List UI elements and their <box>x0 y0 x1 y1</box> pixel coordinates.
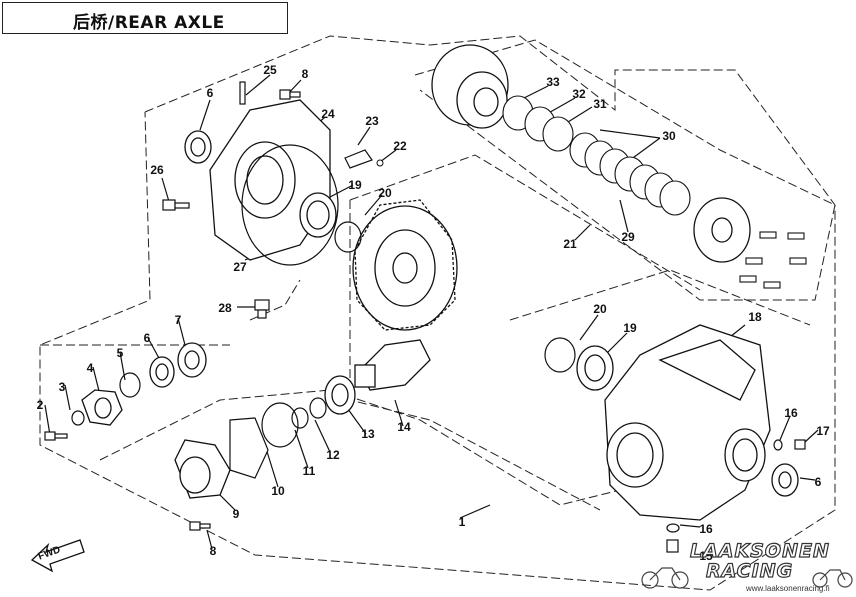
callout-29: 29 <box>621 230 635 244</box>
diff-group-boundary <box>414 39 836 301</box>
callout-3: 3 <box>58 380 66 394</box>
pinion-gear <box>354 339 431 391</box>
callout-2: 2 <box>36 398 44 412</box>
callout-30: 30 <box>662 129 676 143</box>
assembly-boundary <box>39 35 836 591</box>
callout-7: 7 <box>174 313 182 327</box>
callout-24: 24 <box>321 107 335 121</box>
callout-21: 21 <box>563 237 577 251</box>
callout-6-housing-seal: 6 <box>814 475 822 489</box>
callout-8-bottom: 8 <box>209 544 217 558</box>
callout-22: 22 <box>393 139 407 153</box>
callout-32: 32 <box>572 87 586 101</box>
watermark: LAAKSONEN RACING www.laaksonenracing.fi <box>666 536 854 596</box>
page-title: 后桥/REAR AXLE <box>73 13 225 33</box>
callout-11: 11 <box>302 464 316 478</box>
callout-19-upper: 19 <box>348 178 362 192</box>
callout-23: 23 <box>365 114 379 128</box>
callout-4: 4 <box>86 361 94 375</box>
callout-8-top: 8 <box>301 67 309 81</box>
watermark-logo <box>641 567 853 589</box>
pinion-housing <box>174 439 231 499</box>
callout-14: 14 <box>397 420 411 434</box>
callout-33: 33 <box>546 75 560 89</box>
callout-13: 13 <box>361 427 375 441</box>
forward-arrow-icon <box>30 539 85 573</box>
callout-10: 10 <box>271 484 285 498</box>
callout-16-lower: 16 <box>699 522 713 536</box>
clutch-pack <box>502 95 691 216</box>
callout-5: 5 <box>116 346 124 360</box>
o-ring <box>241 144 339 266</box>
callout-20-lower: 20 <box>593 302 607 316</box>
callout-26: 26 <box>150 163 164 177</box>
differential-case <box>431 44 509 129</box>
watermark-line1: LAAKSONEN <box>689 539 830 562</box>
callout-27: 27 <box>233 260 247 274</box>
callout-19-lower: 19 <box>623 321 637 335</box>
ring-gear <box>352 199 458 331</box>
yoke-flange <box>81 389 123 426</box>
title-box: 后桥/REAR AXLE <box>2 2 288 34</box>
callout-20-upper: 20 <box>378 186 392 200</box>
callout-28: 28 <box>218 301 232 315</box>
callout-25: 25 <box>263 63 277 77</box>
callout-18: 18 <box>748 310 762 324</box>
callout-6-flange-seal: 6 <box>143 331 151 345</box>
callout-6-cover-seal: 6 <box>206 86 214 100</box>
diff-end-cap <box>693 197 751 263</box>
callout-1: 1 <box>458 515 466 529</box>
callout-17: 17 <box>816 424 830 438</box>
callout-16-upper: 16 <box>784 406 798 420</box>
watermark-url: www.laaksonenracing.fi <box>746 584 830 593</box>
callout-9: 9 <box>232 507 240 521</box>
callout-15: 15 <box>699 549 713 563</box>
callout-31: 31 <box>593 97 607 111</box>
bearing <box>299 192 337 238</box>
watermark-line2: RACING <box>705 559 794 582</box>
callout-12: 12 <box>326 448 340 462</box>
